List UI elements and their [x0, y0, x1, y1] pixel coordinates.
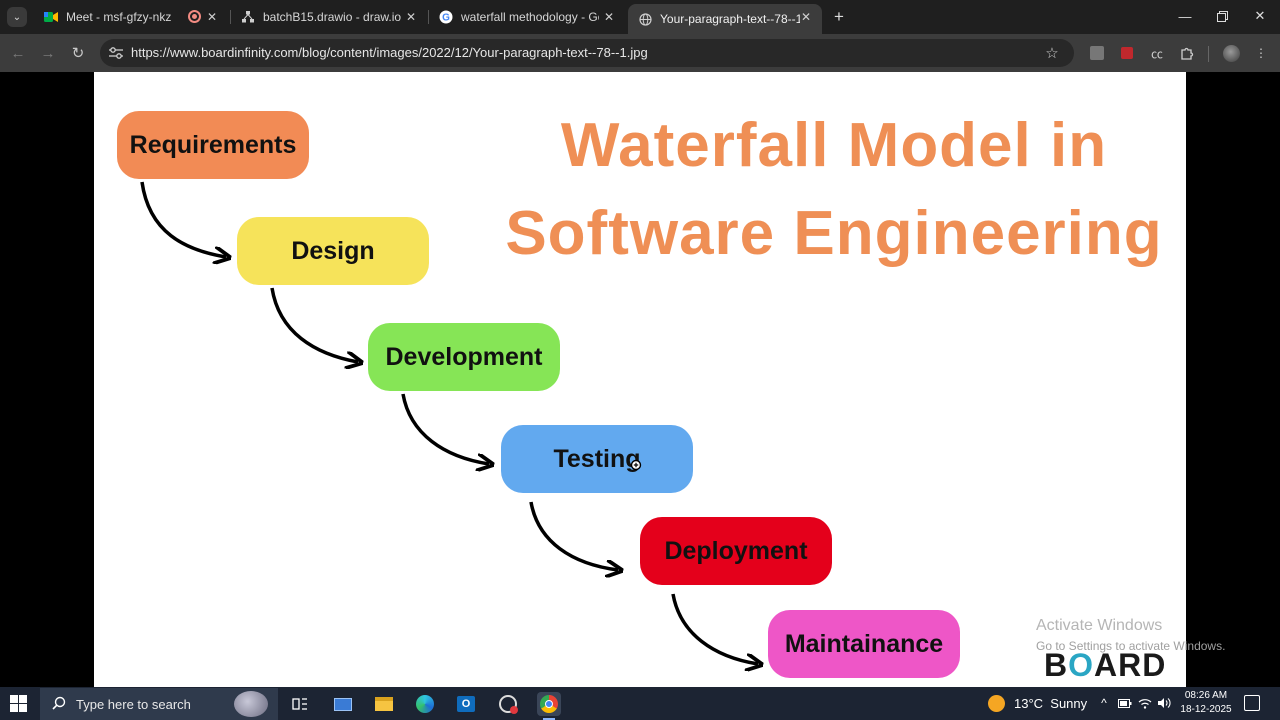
speaker-volume-icon[interactable] [1156, 695, 1172, 711]
site-settings-icon[interactable] [108, 45, 124, 61]
extensions-puzzle-icon[interactable] [1178, 44, 1196, 62]
step-deployment: Deployment [640, 517, 832, 585]
forward-arrow-icon[interactable]: → [40, 44, 56, 62]
globe-icon [638, 12, 652, 26]
taskbar-search-box[interactable]: Type here to search [40, 688, 278, 720]
board-logo: BOARD [1044, 647, 1167, 683]
more-menu-icon[interactable]: ⋮ [1255, 46, 1267, 60]
tab-title: Your-paragraph-text--78--1.jpg [660, 12, 800, 26]
step-maintainance: Maintainance [768, 610, 960, 678]
activate-windows-subtitle: Go to Settings to activate Windows. [1036, 639, 1226, 653]
clock-app-icon[interactable] [496, 692, 520, 716]
tab-image-active[interactable]: Your-paragraph-text--78--1.jpg ✕ [628, 4, 822, 34]
close-icon[interactable]: ✕ [603, 10, 615, 24]
search-highlight-image [234, 691, 268, 717]
close-window-icon[interactable]: ✕ [1254, 8, 1266, 23]
weather-text: 13°C Sunny [1014, 696, 1088, 711]
drawio-icon [241, 10, 255, 24]
windows-taskbar: Type here to search O 13°C Sunny ^ 08:26… [0, 687, 1280, 720]
tab-drawio[interactable]: batchB15.drawio - draw.io ✕ [231, 4, 427, 30]
step-testing: Testing [501, 425, 693, 493]
step-design: Design [237, 217, 429, 285]
svg-text:G: G [442, 13, 450, 24]
chrome-browser-icon[interactable] [537, 692, 561, 720]
chevron-up-icon[interactable]: ^ [1101, 696, 1107, 710]
wifi-icon[interactable] [1137, 695, 1153, 711]
notification-center-icon[interactable] [1244, 695, 1260, 711]
tab-meet[interactable]: Meet - msf-gfzy-nkz ✕ [34, 4, 228, 30]
flow-arrows [140, 181, 1186, 687]
step-requirements: Requirements [117, 111, 309, 179]
heading-line-1: Waterfall Model in [560, 111, 1108, 180]
recording-indicator-icon [188, 10, 201, 23]
arrow-development-to-testing [401, 393, 489, 464]
search-icon [52, 696, 68, 713]
new-tab-plus-icon[interactable]: + [834, 7, 844, 26]
heading-line-2: Software Engineering [505, 199, 1163, 268]
windows-start-icon[interactable] [10, 695, 28, 713]
image-heading: Waterfall Model in Software Engineering [494, 102, 1174, 278]
minimize-icon[interactable]: — [1178, 8, 1192, 24]
close-icon[interactable]: ✕ [206, 10, 218, 24]
tab-strip: ⌄ Meet - msf-gfzy-nkz ✕ batchB15.drawio … [0, 0, 1280, 34]
back-arrow-icon[interactable]: ← [10, 44, 26, 62]
zoom-cursor-icon [630, 459, 642, 471]
battery-icon[interactable] [1117, 695, 1133, 711]
tab-title: waterfall methodology - Googl [461, 10, 599, 24]
outlook-icon[interactable]: O [454, 692, 478, 716]
profile-avatar-icon[interactable] [1222, 44, 1240, 62]
system-clock[interactable]: 08:26 AM 18-12-2025 [1180, 689, 1232, 717]
waterfall-image: Waterfall Model in Software Engineering … [94, 72, 1186, 687]
arrow-testing-to-deployment [529, 501, 618, 570]
tab-search-chevron-icon[interactable]: ⌄ [7, 7, 27, 27]
activate-windows-title: Activate Windows [1036, 617, 1163, 634]
sun-weather-icon [988, 695, 1005, 712]
tab-divider [230, 10, 231, 24]
google-meet-icon [44, 10, 58, 24]
tab-title: batchB15.drawio - draw.io [263, 10, 402, 24]
clock-time: 08:26 AM [1184, 690, 1228, 701]
edge-browser-icon[interactable] [413, 692, 437, 716]
arrow-requirements-to-design [140, 181, 226, 257]
tab-title: Meet - msf-gfzy-nkz [66, 10, 172, 24]
tab-google-search[interactable]: G waterfall methodology - Googl ✕ [429, 4, 625, 30]
desktop-app-icon[interactable] [331, 692, 355, 716]
page-viewport: Waterfall Model in Software Engineering … [0, 72, 1280, 687]
reload-icon[interactable]: ↻ [71, 45, 85, 62]
extension-cc-icon[interactable]: ㏄ [1150, 46, 1163, 61]
url-text[interactable]: https://www.boardinfinity.com/blog/conte… [131, 45, 648, 60]
toolbar-divider [1208, 46, 1209, 62]
search-placeholder: Type here to search [76, 696, 191, 712]
weather-widget[interactable]: 13°C Sunny [988, 695, 1087, 712]
close-icon[interactable]: ✕ [800, 10, 812, 24]
task-view-icon[interactable] [288, 692, 312, 716]
bookmark-star-icon[interactable]: ☆ [1045, 45, 1059, 62]
address-bar[interactable]: https://www.boardinfinity.com/blog/conte… [100, 39, 1074, 67]
browser-toolbar: ← → ↻ https://www.boardinfinity.com/blog… [0, 34, 1280, 72]
extension-red-icon[interactable] [1118, 44, 1136, 62]
extension-square-icon[interactable] [1088, 44, 1106, 62]
close-icon[interactable]: ✕ [405, 10, 417, 24]
clock-date: 18-12-2025 [1180, 704, 1232, 715]
google-icon: G [439, 10, 453, 24]
tab-divider [428, 10, 429, 24]
restore-window-icon[interactable] [1210, 6, 1234, 26]
arrow-deployment-to-maintainance [671, 593, 758, 664]
step-development: Development [368, 323, 560, 391]
file-explorer-icon[interactable] [372, 692, 396, 716]
arrow-design-to-development [270, 287, 358, 362]
